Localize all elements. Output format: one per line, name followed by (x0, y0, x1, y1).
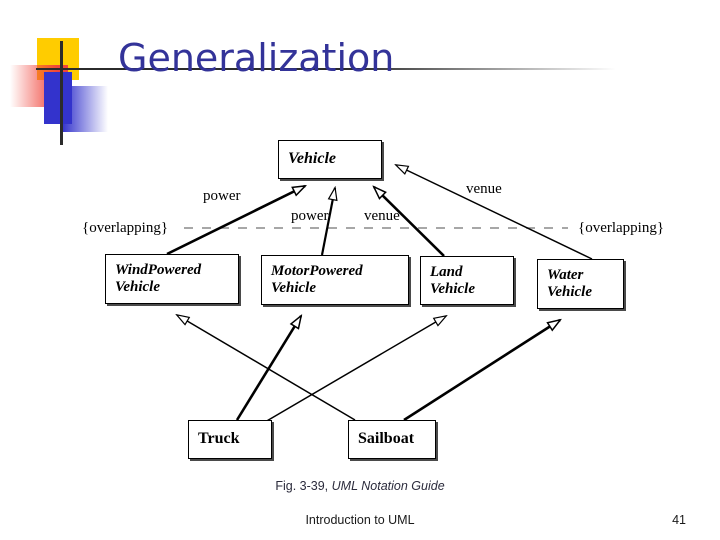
class-name-line: Truck (198, 430, 240, 448)
generalization-sailboat-to-windpowered (177, 315, 356, 421)
class-box-watervehicle[interactable]: Water Vehicle (537, 259, 624, 309)
class-box-windpoweredvehicle[interactable]: WindPowered Vehicle (105, 254, 239, 304)
edge-label-venue-right: venue (466, 181, 502, 197)
class-box-vehicle[interactable]: Vehicle (278, 140, 382, 179)
footer-page-number: 41 (672, 513, 686, 527)
class-box-sailboat[interactable]: Sailboat (348, 420, 436, 459)
logo-vertical-rule (60, 41, 63, 145)
class-name-line: Vehicle (430, 280, 475, 297)
class-name-line: Sailboat (358, 430, 415, 448)
class-name-line: Vehicle (271, 280, 316, 296)
class-box-landvehicle[interactable]: Land Vehicle (420, 256, 514, 305)
edge-label-power-left: power (203, 188, 241, 204)
figure-caption: Fig. 3-39, UML Notation Guide (0, 479, 720, 493)
constraint-label-overlapping-left: {overlapping} (82, 220, 169, 236)
edge-label-venue-middle: venue (364, 208, 400, 224)
class-name-line: WindPowered (115, 262, 202, 279)
class-name-line: Vehicle (115, 279, 160, 295)
class-name-line: Land (430, 263, 463, 280)
class-name-line: MotorPowered (271, 263, 363, 280)
generalization-truck-to-motorpowered (235, 316, 301, 421)
generalization-windpowered-to-vehicle (166, 186, 305, 256)
edge-label-power-middle: power (291, 208, 329, 224)
class-name-line: Water (547, 267, 584, 284)
page-title: Generalization (118, 36, 395, 80)
decorative-logo (0, 20, 130, 145)
class-name-line: Vehicle (547, 284, 592, 300)
caption-prefix: Fig. 3-39, (275, 479, 332, 493)
title-horizontal-rule (36, 68, 616, 70)
generalization-sailboat-to-watervehicle (403, 320, 560, 422)
logo-blue-gradient (62, 86, 108, 132)
class-box-truck[interactable]: Truck (188, 420, 272, 459)
caption-source-title: UML Notation Guide (331, 479, 445, 493)
generalization-motorpowered-to-vehicle (320, 188, 335, 256)
class-name-line: Vehicle (288, 150, 336, 168)
class-box-motorpoweredvehicle[interactable]: MotorPowered Vehicle (261, 255, 409, 305)
generalization-truck-to-landvehicle (264, 316, 446, 423)
constraint-label-overlapping-right: {overlapping} (578, 220, 665, 236)
generalization-landvehicle-to-vehicle (374, 187, 445, 257)
footer-title: Introduction to UML (305, 513, 415, 527)
generalization-watervehicle-to-vehicle (396, 165, 593, 260)
